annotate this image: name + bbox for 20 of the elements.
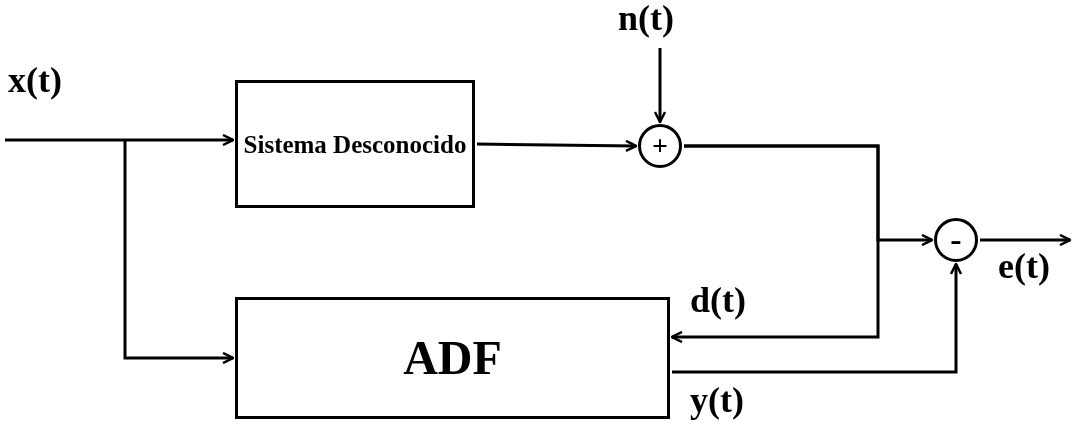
arrow — [5, 133, 235, 147]
signal-label: x(t) — [8, 62, 62, 98]
signal-label: n(t) — [618, 0, 674, 36]
arrow — [123, 140, 235, 365]
signal-label: y(t) — [690, 382, 744, 418]
sign-symbol: - — [950, 223, 962, 257]
node-label: ADF — [403, 334, 502, 382]
signal-label: e(t) — [998, 248, 1050, 284]
summing-junction — [934, 218, 978, 262]
process-box — [235, 80, 475, 208]
arrow — [653, 48, 667, 124]
arrow — [476, 139, 638, 153]
arrow — [980, 233, 1072, 247]
signal-label: d(t) — [690, 282, 746, 318]
arrow — [672, 262, 963, 374]
arrow — [670, 144, 880, 344]
node-label: Sistema Desconocido — [243, 131, 467, 157]
sign-symbol: + — [652, 132, 668, 160]
process-box — [235, 297, 670, 419]
summing-junction — [638, 124, 682, 168]
